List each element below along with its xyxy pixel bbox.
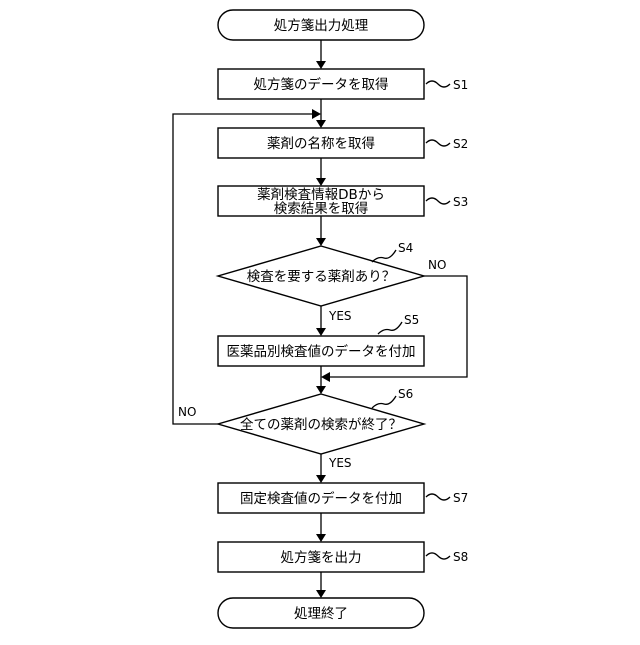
decision-s4-text: 検査を要する薬剤あり？	[247, 269, 396, 285]
s4-no-label: NO	[428, 258, 446, 272]
connector-s6-s7	[316, 454, 326, 483]
step-s2-text: 薬剤の名称を取得	[267, 135, 375, 152]
step-label-s3: S3	[453, 195, 468, 209]
connector-s5-merge	[316, 366, 326, 394]
step-label-s7: S7	[453, 491, 468, 505]
connector-s4-s5	[316, 306, 326, 336]
step-label-s4: S4	[398, 241, 413, 255]
step-s3-text-line2: 検索結果を取得	[274, 200, 369, 217]
step-s5-text: 医薬品別検査値のデータを付加	[227, 343, 416, 360]
connector-s2-s3	[316, 158, 326, 186]
step-s1-text: 処方箋のデータを取得	[254, 76, 389, 93]
step-s7-text: 固定検査値のデータを付加	[240, 490, 402, 507]
connector-start-s1	[316, 40, 326, 69]
s6-no-label: NO	[178, 405, 196, 419]
step-label-s8: S8	[453, 550, 468, 564]
decision-s6-text: 全ての薬剤の検索が終了？	[240, 416, 402, 433]
end-terminal-text: 処理終了	[294, 606, 348, 622]
step-label-s2: S2	[453, 137, 468, 151]
s6-yes-label: YES	[328, 456, 352, 470]
step-label-s5: S5	[404, 313, 419, 327]
connector-s8-end	[316, 572, 326, 598]
step-label-s1: S1	[453, 78, 468, 92]
start-terminal-text: 処方箋出力処理	[274, 18, 369, 34]
step-s8-text: 処方箋を出力	[281, 550, 362, 566]
connector-s3-s4	[316, 216, 326, 246]
connector-s7-s8	[316, 513, 326, 542]
step-label-s6: S6	[398, 387, 413, 401]
s4-yes-label: YES	[328, 309, 352, 323]
